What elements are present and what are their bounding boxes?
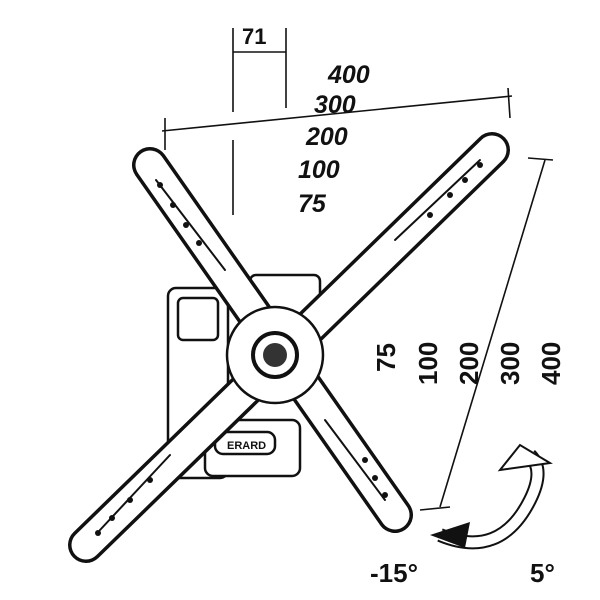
mounting-holes — [95, 162, 483, 536]
offset-label: 71 — [242, 24, 266, 49]
h-vesa-200: 200 — [305, 123, 348, 151]
offset-dimension — [232, 28, 287, 215]
h-vesa-400: 400 — [327, 61, 370, 89]
v-vesa-75: 75 — [371, 343, 401, 372]
tilt-up-label: 5° — [530, 558, 555, 588]
v-vesa-300: 300 — [495, 342, 525, 385]
v-vesa-100: 100 — [413, 342, 443, 385]
horizontal-dimension-line — [161, 87, 513, 150]
tilt-arrow-icon — [430, 443, 553, 550]
brand-logo: ERARD — [227, 440, 266, 452]
vertical-dimension-line — [419, 157, 554, 511]
mounting-arms — [68, 132, 510, 563]
h-vesa-100: 100 — [298, 156, 340, 184]
h-vesa-300: 300 — [314, 91, 356, 119]
v-vesa-400: 400 — [536, 342, 566, 385]
tilt-down-label: -15° — [370, 558, 418, 588]
v-vesa-200: 200 — [454, 342, 484, 385]
vertical-vesa-labels: 75 100 200 300 400 — [371, 342, 566, 385]
horizontal-vesa-labels: 400 300 200 100 75 — [298, 61, 370, 218]
h-vesa-75: 75 — [298, 190, 327, 218]
